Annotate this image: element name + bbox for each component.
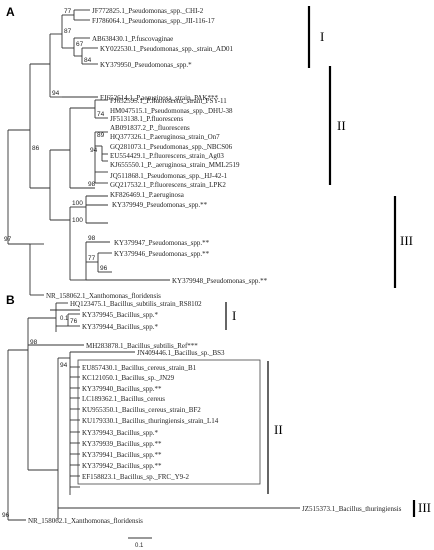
leaf-label: JQ511868.1_Pseudomonas_spp._HJ-42-1 <box>110 172 228 180</box>
tree-a-clade-brackets: I II III <box>307 6 413 288</box>
bootstrap-value: 98 <box>30 339 38 346</box>
leaf-label: NR_158062.1_Xanthomonas_floridensis <box>46 292 161 300</box>
bootstrap-value: 76 <box>70 318 78 325</box>
bootstrap-value: 86 <box>32 145 40 152</box>
leaf-label: JF513138.1_P.fluorescens <box>110 115 183 123</box>
tree-b-clade-brackets: I II III <box>77 302 431 517</box>
clade-ii-box <box>77 359 261 485</box>
leaf-label: FJ652614.1_P.aeruginosa_strain_PAK*** <box>100 94 218 102</box>
leaf-label: MH283878.1_Bacillus_subtilis_Ref*** <box>86 342 198 350</box>
bootstrap-value: 77 <box>88 255 96 262</box>
bootstrap-value: 100 <box>72 217 83 224</box>
bootstrap-value: 96 <box>2 512 10 519</box>
leaf-label: KY379950_Pseudomonas_spp.* <box>100 61 192 69</box>
clade-label-II: II <box>274 422 283 437</box>
clade-label-I: I <box>232 308 236 323</box>
leaf-label: KY379940_Bacillus_spp.** <box>82 385 162 393</box>
tree-b-scale-bar: 0.1 <box>128 537 152 549</box>
leaf-label: KY379939_Bacillus_spp.** <box>82 440 162 448</box>
leaf-label: AB638430.1_P.fuscovaginae <box>92 35 173 43</box>
bootstrap-value: 100 <box>72 200 83 207</box>
leaf-label: KU955350.1_Bacillus_cereus_strain_BF2 <box>82 406 201 414</box>
leaf-label: LC189362.1_Bacillus_cereus <box>82 395 165 403</box>
leaf-label: EU857430.1_Bacillus_cereus_strain_B1 <box>82 364 197 372</box>
leaf-label: GQ281073.1_Pseudomonas_spp._NBCS06 <box>110 143 233 151</box>
leaf-label: HM047515.1_Pseudomonas_spp._DHU-38 <box>110 107 233 115</box>
bootstrap-value: 74 <box>97 111 105 118</box>
leaf-label: KY379946_Pseudomonas_spp.** <box>114 250 210 258</box>
leaf-label: KC121050.1_Bacillus_sp._JN29 <box>82 374 175 382</box>
leaf-label: JF772825.1_Pseudomonas_spp._CHI-2 <box>92 7 204 15</box>
leaf-label: AB091837.2_P._fluorescens <box>110 124 190 132</box>
bootstrap-value: 97 <box>4 236 12 243</box>
leaf-label: EU554429.1_P.fluorescens_strain_Ag03 <box>110 152 224 160</box>
leaf-label: HQ377326.1_P.aeruginosa_strain_On7 <box>110 133 220 141</box>
bootstrap-value: 96 <box>100 265 108 272</box>
tree-b-bootstrap-values: 76 98 94 96 <box>2 318 78 519</box>
leaf-label: JZ515373.1_Bacillus_thuringiensis <box>302 505 402 513</box>
bootstrap-value: 77 <box>64 8 72 15</box>
clade-label-II: II <box>337 118 346 133</box>
leaf-label: KF826469.1_P.aeruginosa <box>110 191 185 199</box>
clade-label-III: III <box>400 233 413 248</box>
tree-a-bootstrap-values: 77 87 67 84 94 74 86 89 94 98 100 100 98… <box>4 8 108 272</box>
tree-b-branches <box>7 302 300 521</box>
bootstrap-value: 89 <box>97 132 105 139</box>
scale-bar-label: 0.1 <box>60 316 69 322</box>
bootstrap-value: 98 <box>88 181 96 188</box>
leaf-label: KY379944_Bacillus_spp.* <box>82 323 159 331</box>
tree-a-branches <box>7 9 170 296</box>
bootstrap-value: 87 <box>64 28 72 35</box>
bootstrap-value: 94 <box>52 90 60 97</box>
bootstrap-value: 94 <box>90 147 98 154</box>
leaf-label: GQ217532.1_P.fluorescens_strain_LPK2 <box>110 181 226 189</box>
tree-b-leaf-labels: HQ123475.1_Bacillus_subtilis_strain_RS81… <box>28 300 402 525</box>
panel-a-label: A <box>6 5 15 19</box>
leaf-label: JN409446.1_Bacillus_sp._BS3 <box>137 349 225 357</box>
leaf-label: KJ655550.1_P._aeruginosa_strain_MML2519 <box>110 161 240 169</box>
leaf-label: FJ786064.1_Pseudomonas_spp._JII-116-17 <box>92 17 215 25</box>
bootstrap-value: 94 <box>60 362 68 369</box>
bootstrap-value: 67 <box>76 41 84 48</box>
leaf-label: KY379941_Bacillus_spp.** <box>82 451 162 459</box>
leaf-label: KY022530.1_Pseudomonas_spp._strain_AD01 <box>100 45 233 53</box>
leaf-label: FJ652595.1_P.fluorescens_strain_PSY-11 <box>110 97 227 105</box>
leaf-label: HQ123475.1_Bacillus_subtilis_strain_RS81… <box>70 300 202 308</box>
leaf-label: NR_158062.1_Xanthomonas_floridensis <box>28 517 143 525</box>
leaf-label: KY379947_Pseudomonas_spp.** <box>114 239 210 247</box>
tree-a-leaf-labels: JF772825.1_Pseudomonas_spp._CHI-2 FJ7860… <box>46 7 268 300</box>
clade-label-III: III <box>418 500 431 515</box>
bootstrap-value: 98 <box>88 235 96 242</box>
panel-b-label: B <box>6 293 15 307</box>
leaf-label: KY379943_Bacillus_spp.* <box>82 429 159 437</box>
leaf-label: KY379945_Bacillus_spp.* <box>82 311 159 319</box>
leaf-label: KY379942_Bacillus_spp.** <box>82 462 162 470</box>
leaf-label: KY379948_Pseudomonas_spp.** <box>172 277 268 285</box>
leaf-label: KU179330.1_Bacillus_thuringiensis_strain… <box>82 417 219 425</box>
leaf-label: EF158823.1_Bacillus_sp._FRC_Y9-2 <box>82 473 189 481</box>
bootstrap-value: 84 <box>84 57 92 64</box>
clade-label-I: I <box>320 29 324 44</box>
tree-a-scale-bar: 0.1 <box>50 309 80 322</box>
scale-bar-label: 0.1 <box>135 543 144 549</box>
leaf-label: KY379949_Pseudomonas_spp.** <box>112 201 208 209</box>
